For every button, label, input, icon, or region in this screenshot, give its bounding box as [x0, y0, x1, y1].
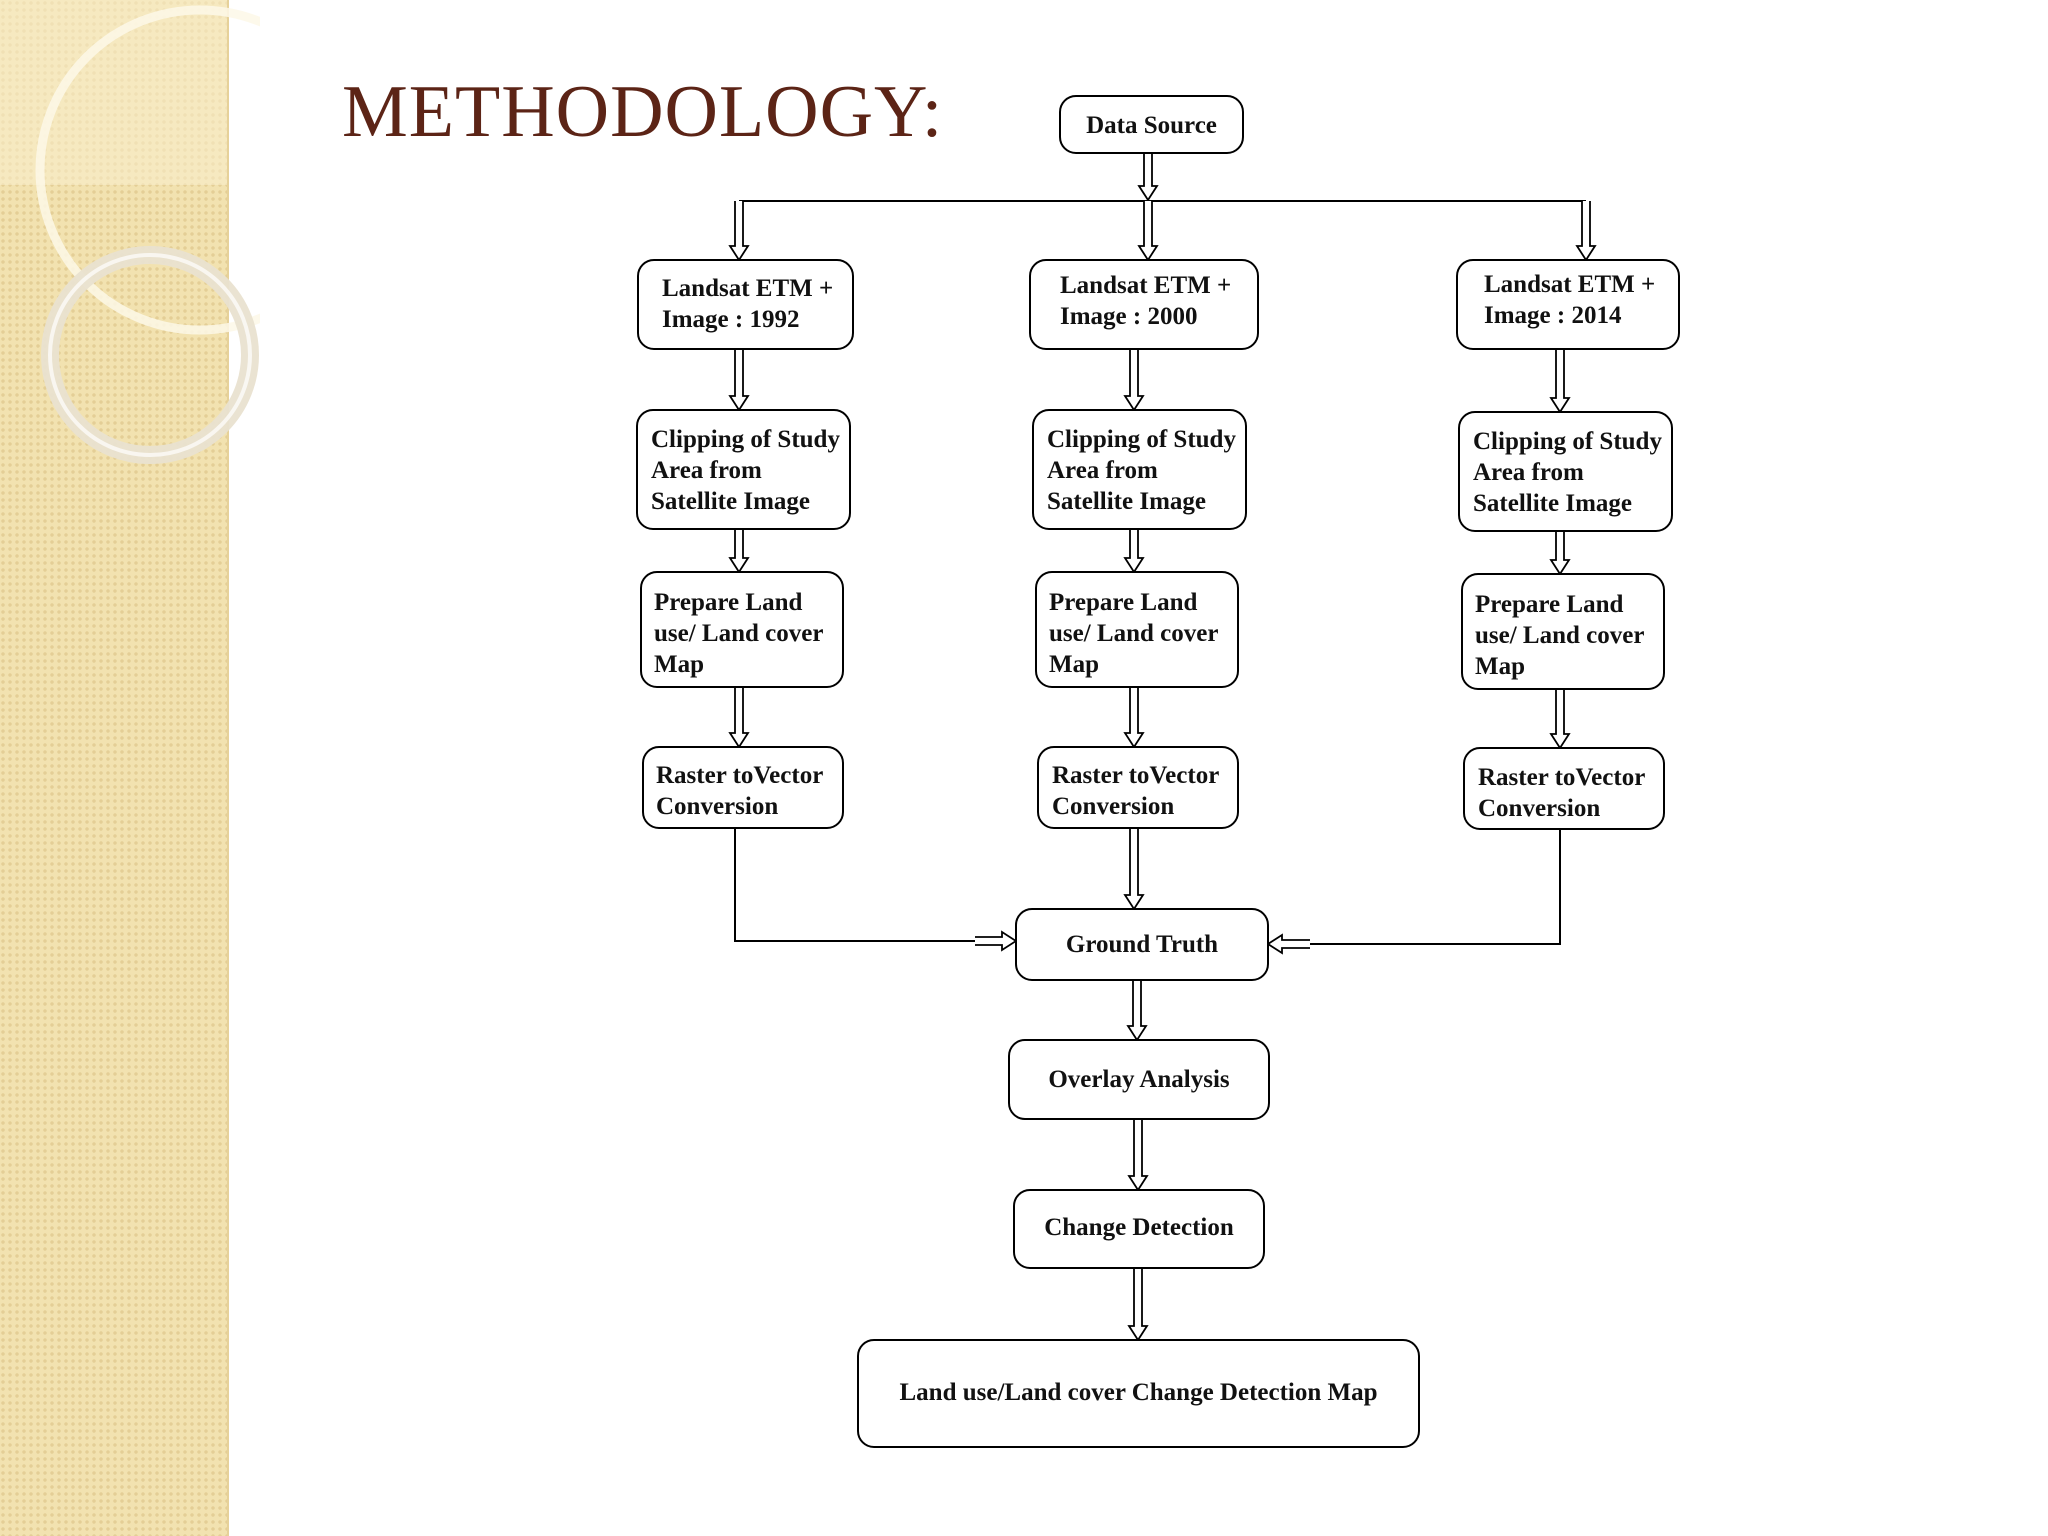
edge-column-3: [1123, 349, 1145, 412]
edge-column-5: [1123, 687, 1145, 749]
flow-node-label: Image : 2000: [1060, 303, 1197, 330]
flow-node-ground-truth: Ground Truth: [1015, 908, 1269, 981]
flow-node-landsat-1992: Landsat ETM + Image : 1992: [637, 259, 854, 350]
flow-node-label: Satellite Image: [651, 488, 810, 515]
flow-node-label: Change Detection: [1044, 1214, 1234, 1241]
flow-node-label: Map: [1049, 651, 1099, 678]
flow-node-label: Prepare Land: [1475, 591, 1623, 618]
flow-node-box: [1008, 1039, 1270, 1120]
flow-node-final-map: Land use/Land cover Change Detection Map: [857, 1339, 1420, 1448]
flow-node-label: Conversion: [1478, 795, 1600, 822]
edge-left-to-ground-truth: [734, 828, 985, 942]
flow-node-label: Raster toVector: [656, 762, 823, 789]
edge-column-2: [728, 687, 750, 749]
edge-column-6: [1549, 349, 1571, 414]
edge-to-1992: [728, 201, 750, 262]
flow-node-box: [1032, 409, 1247, 530]
flow-node-label: Landsat ETM +: [662, 275, 833, 302]
flow-node-change-detection: Change Detection: [1013, 1189, 1265, 1269]
flow-node-box: [1015, 908, 1269, 981]
flow-node-label: Image : 1992: [662, 306, 799, 333]
flow-node-box: [1059, 95, 1244, 154]
decorative-rings: [35, 5, 260, 464]
flow-node-label: Map: [1475, 653, 1525, 680]
edge-column-8: [1549, 689, 1571, 750]
flow-node-box: [640, 571, 844, 688]
flow-node-box: [642, 746, 844, 829]
flow-node-label: Prepare Land: [654, 589, 802, 616]
flow-node-box: [857, 1339, 1420, 1448]
flow-node-label: Raster toVector: [1052, 762, 1219, 789]
flow-node-landsat-2014: Landsat ETM + Image : 2014: [1456, 259, 1680, 350]
flow-node-box: [1461, 573, 1665, 690]
flow-node-landsat-2000: Landsat ETM + Image : 2000: [1029, 259, 1259, 350]
flow-node-box: [1463, 747, 1665, 830]
flow-node-data-source: Data Source: [1059, 95, 1244, 154]
edge-overlay-to-change: [1127, 1119, 1149, 1192]
flow-node-label: Ground Truth: [1066, 931, 1218, 958]
flow-node-label: Satellite Image: [1047, 488, 1206, 515]
flow-node-label: Conversion: [1052, 793, 1174, 820]
edge-column-4: [1123, 529, 1145, 574]
edge-column-1: [728, 529, 750, 574]
flow-node-overlay: Overlay Analysis: [1008, 1039, 1270, 1120]
flow-node-label: Clipping of Study: [651, 426, 840, 453]
flow-node-label: use/ Land cover: [1049, 620, 1218, 647]
flow-node-label: Landsat ETM +: [1060, 272, 1231, 299]
flow-node-label: Overlay Analysis: [1048, 1066, 1230, 1093]
flow-node-label: Clipping of Study: [1473, 428, 1662, 455]
flow-node-label: Area from: [651, 457, 762, 484]
flow-node-label: Conversion: [656, 793, 778, 820]
flow-node-box: [1456, 259, 1680, 350]
edge-to-2014: [1575, 201, 1597, 262]
flow-node-box: [636, 409, 851, 530]
flow-node-box: [1013, 1189, 1265, 1269]
flow-node-label: Raster toVector: [1478, 764, 1645, 791]
flow-node-label: Satellite Image: [1473, 490, 1632, 517]
flow-node-label: Area from: [1473, 459, 1584, 486]
flow-node-box: [1037, 746, 1239, 829]
slide-title: METHODOLOGY:: [342, 71, 944, 153]
edge-column-0: [728, 349, 750, 412]
flow-node-box: [1035, 571, 1239, 688]
flow-node-box: [1029, 259, 1259, 350]
edge-column-7: [1549, 531, 1571, 576]
flow-node-label: use/ Land cover: [654, 620, 823, 647]
flow-node-label: Area from: [1047, 457, 1158, 484]
arrow-right-to-ground-truth: [1266, 933, 1310, 955]
edge-ground-truth-to-overlay: [1126, 980, 1148, 1042]
edge-source-stem: [1137, 153, 1159, 202]
flow-node-label: Map: [654, 651, 704, 678]
flow-node-label: Clipping of Study: [1047, 426, 1236, 453]
edge-change-to-final: [1127, 1268, 1149, 1342]
flow-node-label: Prepare Land: [1049, 589, 1197, 616]
arrow-left-to-ground-truth: [975, 930, 1018, 952]
flow-node-label: Land use/Land cover Change Detection Map: [899, 1379, 1377, 1406]
flow-node-box: [637, 259, 854, 350]
flow-node-label: Data Source: [1086, 112, 1217, 139]
edge-middle-to-ground-truth: [1123, 828, 1145, 911]
edge-right-to-ground-truth: [1310, 829, 1561, 945]
flow-node-label: Landsat ETM +: [1484, 271, 1655, 298]
flow-node-label: Image : 2014: [1484, 302, 1622, 329]
flow-node-box: [1458, 411, 1673, 532]
flow-node-label: use/ Land cover: [1475, 622, 1644, 649]
edge-to-2000: [1137, 201, 1159, 262]
